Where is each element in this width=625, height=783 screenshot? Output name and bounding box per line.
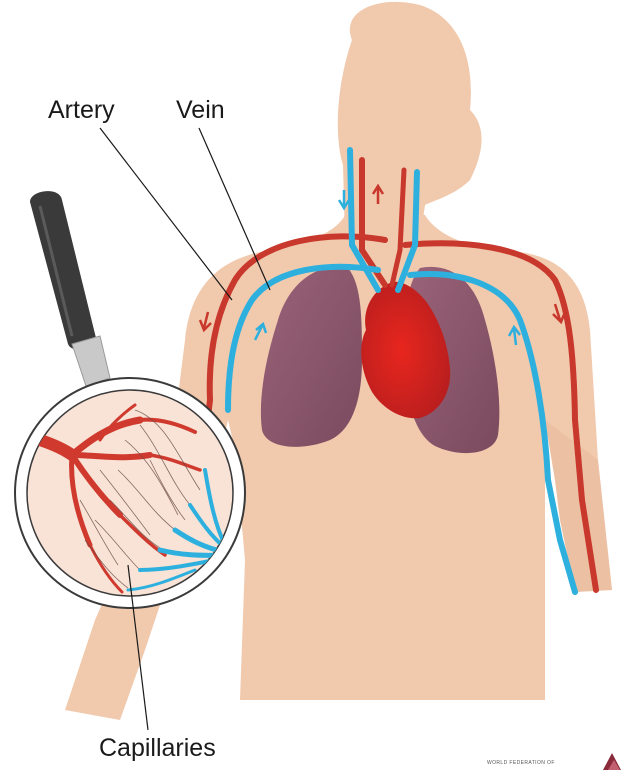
magnifier-ferrule bbox=[72, 336, 110, 386]
artery-label: Artery bbox=[48, 98, 115, 123]
vein-label: Vein bbox=[176, 98, 225, 123]
magnifier-handle bbox=[30, 191, 96, 349]
logo-text: WORLD FEDERATION OF bbox=[487, 760, 555, 766]
capillaries-label: Capillaries bbox=[99, 736, 216, 761]
federation-logo: WORLD FEDERATION OF bbox=[487, 752, 621, 774]
artery-leader bbox=[100, 128, 232, 300]
